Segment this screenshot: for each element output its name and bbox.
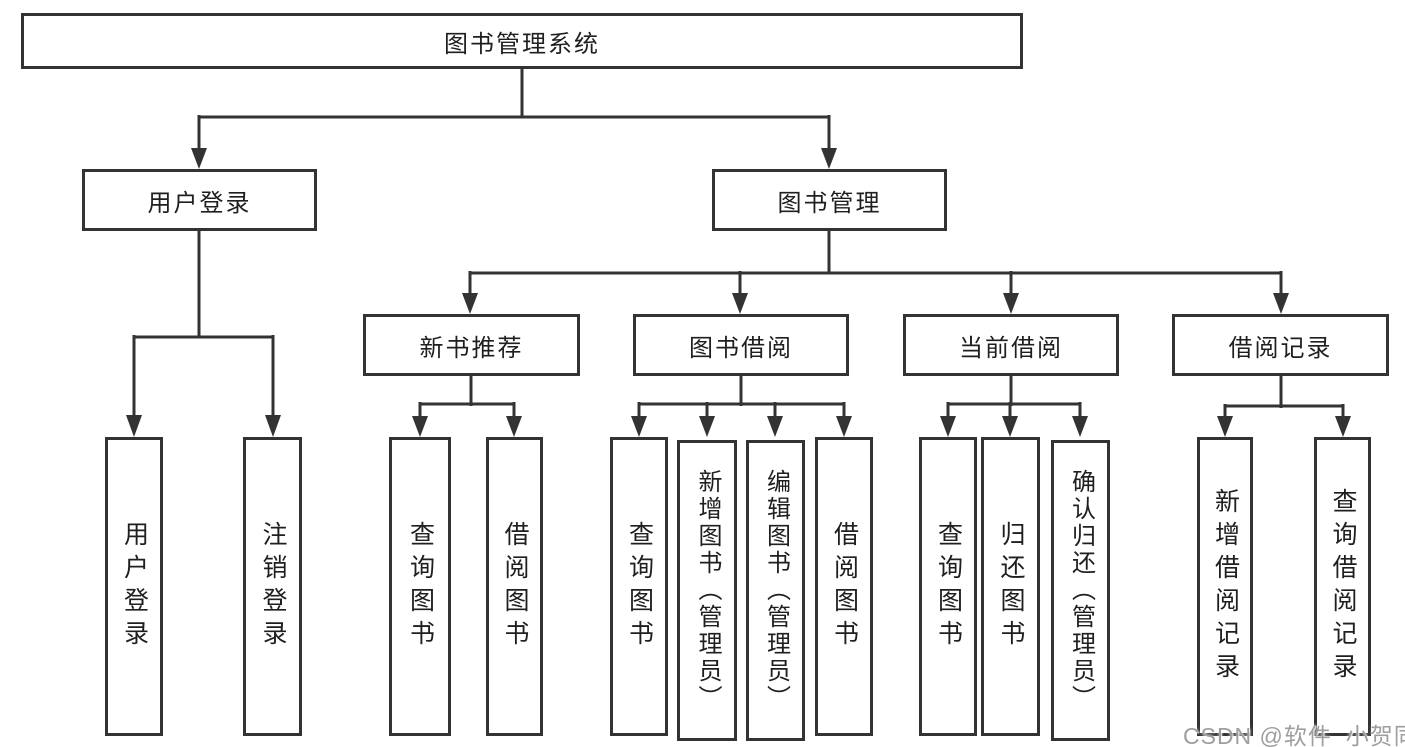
node-current-borrow: 当前借阅 xyxy=(903,314,1119,376)
node-label: 图书借阅 xyxy=(689,334,793,362)
node-label: 归还图书 xyxy=(997,520,1025,653)
node-user-login-branch: 用户登录 xyxy=(82,169,317,231)
node-label: 查询图书 xyxy=(406,520,435,653)
csdn-watermark: CSDN @软件_小贺同学 xyxy=(1183,723,1405,747)
node-label: 查询图书 xyxy=(625,520,654,653)
node-confirm-return-admin: 确认归还（管理员） xyxy=(1051,440,1110,741)
node-book-management: 图书管理 xyxy=(712,169,947,231)
node-label: 新增借阅记录 xyxy=(1211,487,1240,686)
node-label: 借阅图书 xyxy=(830,520,859,653)
node-label: 借阅图书 xyxy=(501,520,529,653)
node-label: 查询图书 xyxy=(934,520,963,653)
node-library-management-system: 图书管理系统 xyxy=(21,13,1023,69)
node-user-login: 用户登录 xyxy=(105,437,163,736)
node-book-borrow: 图书借阅 xyxy=(633,314,849,376)
node-label: 新增图书（管理员） xyxy=(694,469,721,712)
node-label: 注销登录 xyxy=(259,520,287,653)
node-label: 编辑图书（管理员） xyxy=(762,469,790,712)
node-edit-book-admin: 编辑图书（管理员） xyxy=(746,440,805,741)
node-label: 借阅记录 xyxy=(1228,334,1333,362)
node-logout: 注销登录 xyxy=(243,437,302,736)
node-query-borrow-record: 查询借阅记录 xyxy=(1314,437,1371,736)
node-borrow-books-2: 借阅图书 xyxy=(815,437,873,736)
node-label: 用户登录 xyxy=(120,520,149,653)
node-add-book-admin: 新增图书（管理员） xyxy=(677,440,737,741)
node-label: 图书管理 xyxy=(777,189,882,217)
node-label: 确认归还（管理员） xyxy=(1067,469,1095,712)
node-label: 当前借阅 xyxy=(959,334,1063,362)
node-new-book-recommend: 新书推荐 xyxy=(363,314,580,376)
node-label: 用户登录 xyxy=(147,189,252,217)
node-label: 新书推荐 xyxy=(419,334,524,362)
node-add-borrow-record: 新增借阅记录 xyxy=(1197,437,1253,736)
node-query-books-2: 查询图书 xyxy=(610,437,668,736)
node-query-books-1: 查询图书 xyxy=(389,437,451,736)
node-query-books-3: 查询图书 xyxy=(919,437,977,736)
node-borrow-books-1: 借阅图书 xyxy=(486,437,543,736)
node-label: 查询借阅记录 xyxy=(1329,487,1357,686)
node-label: 图书管理系统 xyxy=(444,30,600,58)
node-borrow-records: 借阅记录 xyxy=(1172,314,1389,376)
node-return-books: 归还图书 xyxy=(981,437,1040,736)
